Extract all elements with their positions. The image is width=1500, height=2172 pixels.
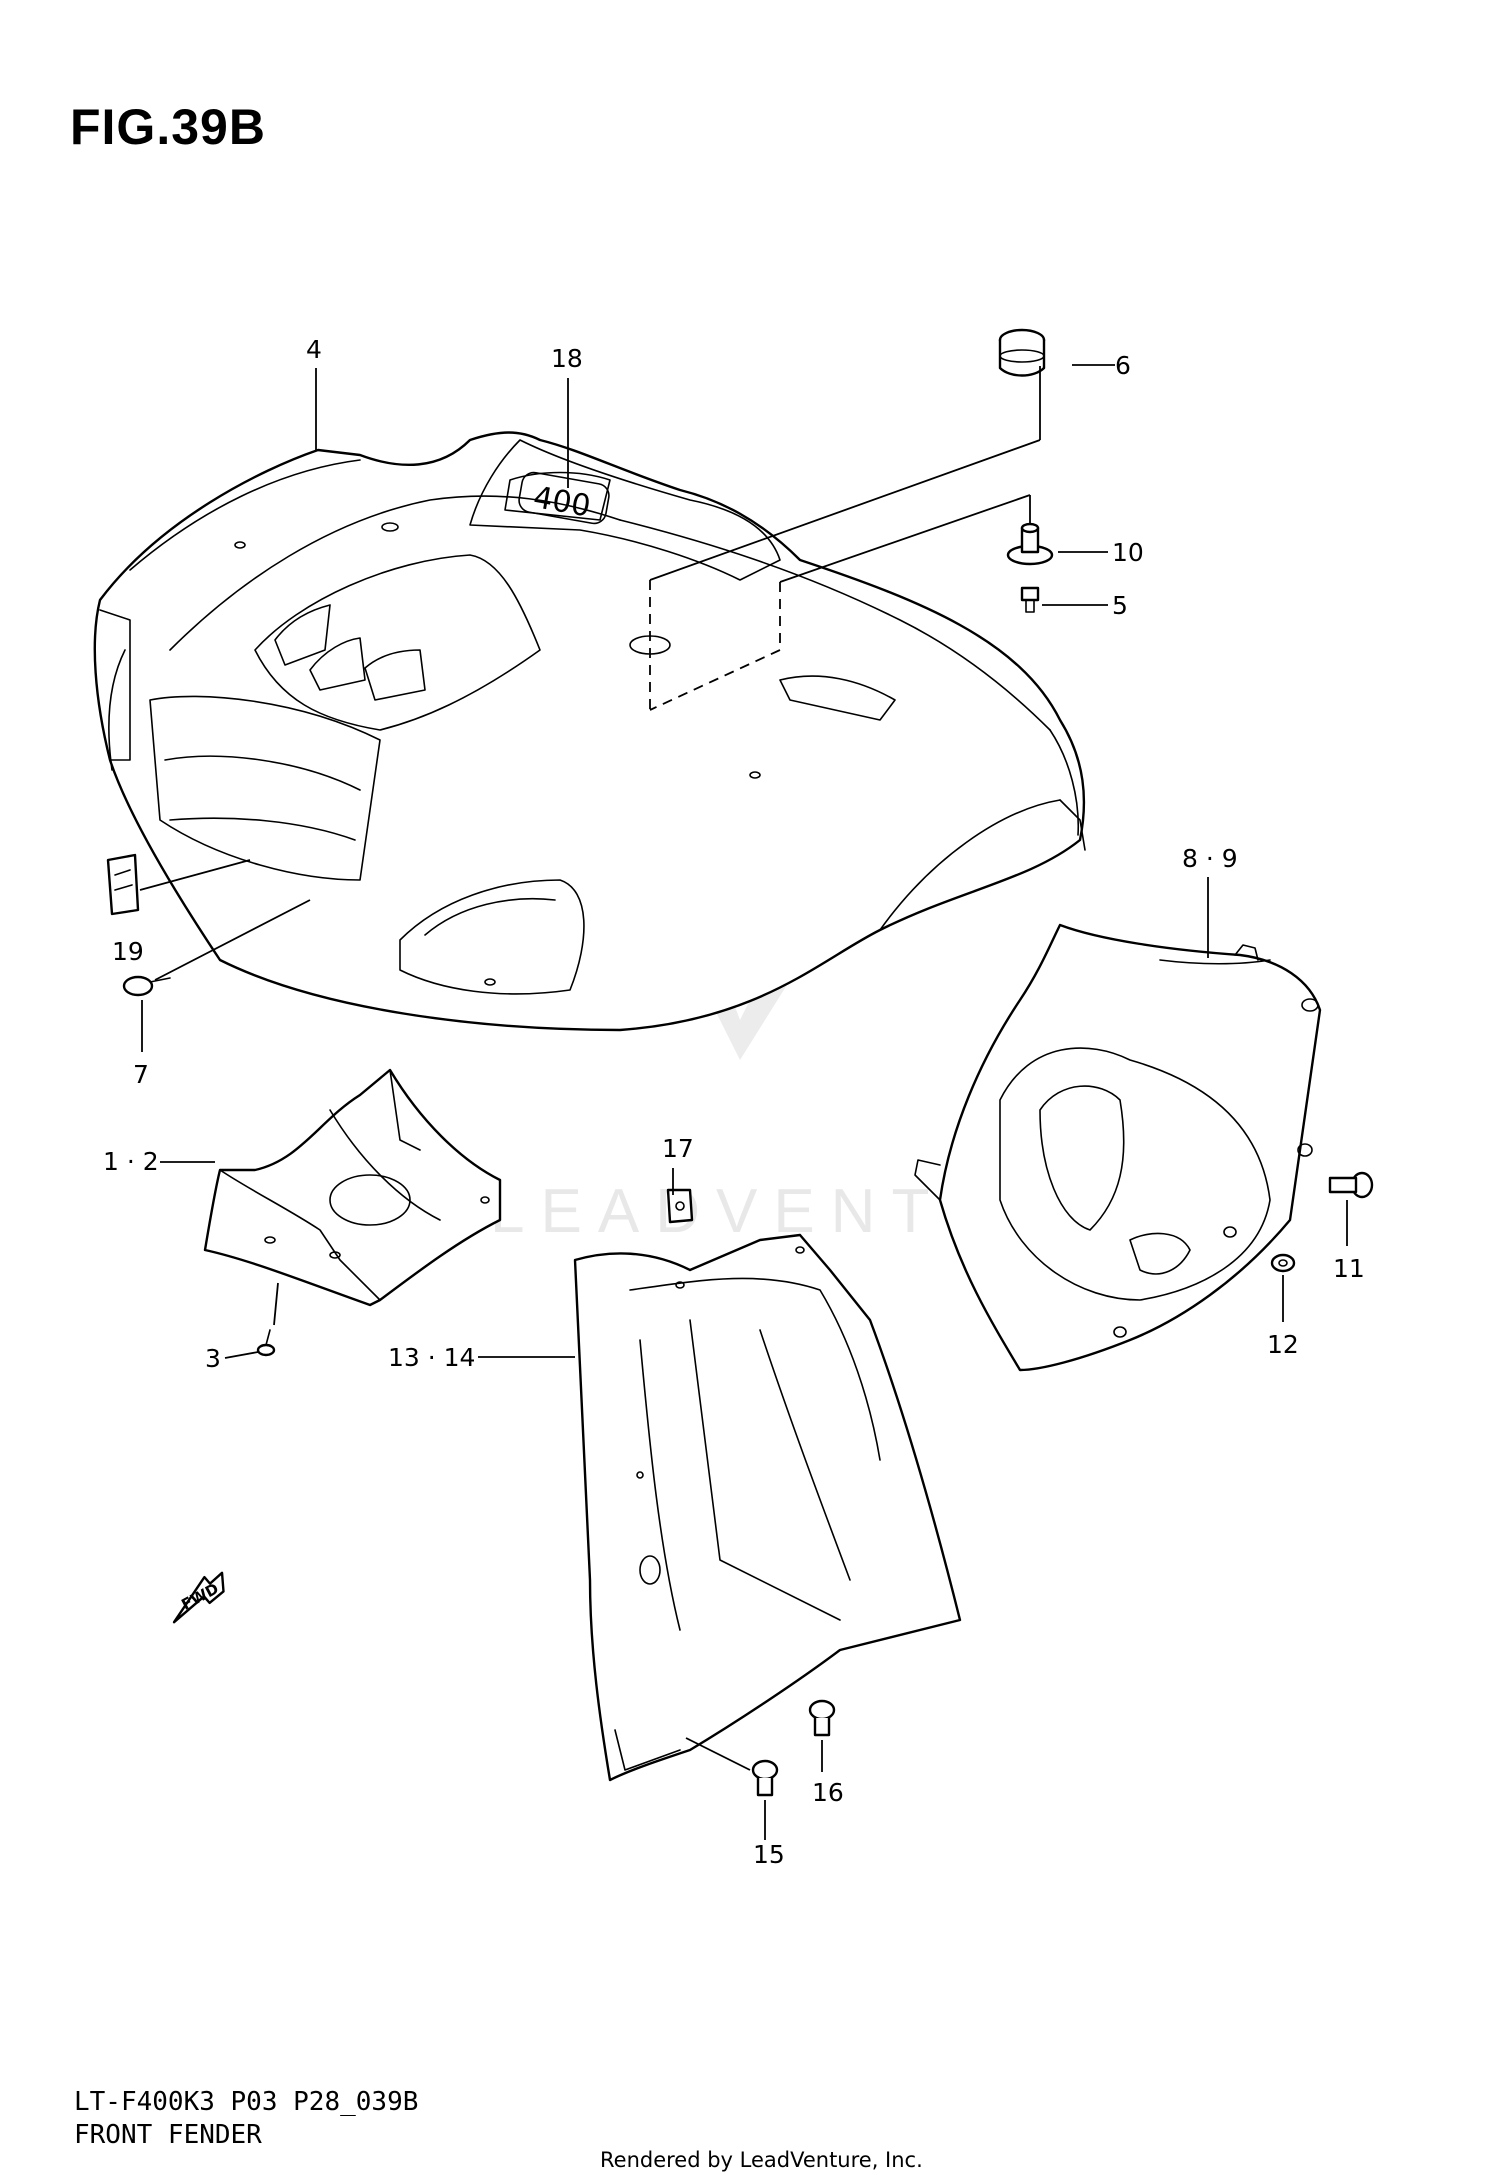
callout-19: 19 [112,937,144,966]
callout-15: 15 [753,1840,785,1869]
rivet-15 [751,1759,779,1797]
side-panel-right [914,923,1322,1372]
diagram-code: LT-F400K3 P03 P28_039B [74,2087,419,2117]
callout-5: 5 [1112,591,1128,620]
fwd-arrow-icon: FWD [172,1571,225,1624]
callout-1-2: 1 · 2 [103,1147,159,1176]
emblem-400: 400 [518,471,610,524]
callout-4: 4 [306,335,322,364]
callout-10: 10 [1112,538,1144,567]
callouts: 4 18 6 10 5 8 · 9 19 7 1 · 2 17 11 3 13 … [103,335,1365,1869]
callout-11: 11 [1333,1254,1365,1283]
callout-3: 3 [205,1344,221,1373]
rivet-11 [1328,1171,1374,1199]
callout-8-9: 8 · 9 [1182,844,1238,873]
front-fender-body: 400 [93,431,1086,1032]
callout-17: 17 [662,1134,694,1163]
rivet-16 [808,1699,836,1737]
callout-13-14: 13 · 14 [388,1343,475,1372]
callout-12: 12 [1267,1330,1299,1359]
rendered-by-credit: Rendered by LeadVenture, Inc. [600,2148,923,2172]
bolt-5 [1020,586,1040,613]
washer-12 [1270,1253,1296,1273]
callout-7: 7 [133,1060,149,1089]
callout-16: 16 [812,1778,844,1807]
collar-10 [1006,522,1054,566]
inner-fender-left [203,1068,502,1307]
callout-6: 6 [1115,351,1131,380]
decal-19 [106,853,140,916]
callout-18: 18 [551,344,583,373]
splash-panel [573,1233,962,1782]
grommet-6 [998,328,1046,377]
figure-title: FIG.39B [70,99,266,155]
diagram-name: FRONT FENDER [74,2120,262,2150]
clip-nut-17 [666,1188,694,1224]
leader-lines [139,364,1348,1840]
screw-7 [122,975,171,997]
screw-3 [256,1329,276,1357]
